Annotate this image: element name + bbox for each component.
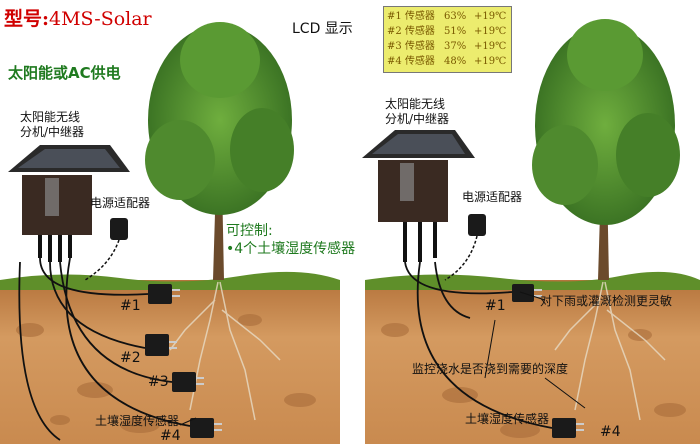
right-unit-label-line2: 分机/中继器	[385, 112, 450, 126]
lcd-row: #4 传感器 48% +19℃	[387, 54, 508, 69]
model-label: 型号:	[4, 8, 50, 30]
lcd-row-temp: +19℃	[474, 11, 507, 22]
right-sensor-number-4: #4	[600, 424, 621, 440]
control-note-line2: •4个土壤湿度传感器	[226, 241, 356, 257]
right-solar-unit	[362, 130, 475, 262]
left-solar-unit	[8, 145, 130, 262]
left-sensor-number-3: #3	[148, 374, 169, 390]
left-cables	[18, 257, 191, 441]
left-power-adapter	[84, 218, 128, 281]
left-adapter-label: 电源适配器	[90, 196, 151, 210]
lcd-title: LCD 显示	[292, 21, 353, 37]
power-note: 太阳能或AC供电	[8, 64, 121, 82]
right-depth-note: 监控浇水是否浇到需要的深度	[412, 362, 569, 376]
right-tree	[532, 19, 680, 280]
lcd-row-temp: +19℃	[474, 56, 507, 67]
right-roots	[554, 281, 666, 421]
lcd-display: #1 传感器 63% +19℃ #2 传感器 51% +19℃ #3 传感器 37% +19…	[383, 6, 512, 73]
lcd-row: #2 传感器 51% +19℃	[387, 24, 508, 39]
left-unit-label: 太阳能无线 分机/中继器	[20, 110, 84, 140]
right-sensor-label: 土壤湿度传感器	[465, 412, 550, 426]
left-sensors	[145, 284, 222, 438]
lcd-row-percent: 51%	[444, 26, 467, 37]
right-cables	[404, 261, 553, 429]
lcd-row-name: #2 传感器	[387, 26, 435, 37]
right-adapter-label: 电源适配器	[462, 190, 523, 204]
right-power-adapter	[444, 214, 486, 281]
right-sensor1-note: 对下雨或灌溉检测更灵敏	[540, 294, 673, 308]
control-note-line1: 可控制:	[226, 223, 273, 239]
left-sensor-number-1: #1	[120, 298, 141, 314]
lcd-row: #1 传感器 63% +19℃	[387, 9, 508, 24]
lcd-row-percent: 63%	[444, 11, 467, 22]
left-unit-label-line1: 太阳能无线	[20, 110, 81, 124]
right-sensor-number-1: #1	[485, 298, 506, 314]
lcd-row-name: #4 传感器	[387, 56, 435, 67]
right-soil-block	[365, 271, 700, 444]
lcd-row: #3 传感器 37% +19℃	[387, 39, 508, 54]
lcd-row-percent: 37%	[444, 41, 467, 52]
left-sensor-label: 土壤湿度传感器	[95, 414, 180, 428]
lcd-row-name: #3 传感器	[387, 41, 435, 52]
left-soil-block	[0, 271, 340, 444]
control-note: 可控制: •4个土壤湿度传感器	[226, 222, 355, 258]
left-sensor-number-4: #4	[160, 428, 181, 444]
model-title: 型号:4MS-Solar	[4, 4, 152, 31]
model-value: 4MS-Solar	[49, 8, 152, 30]
left-sensor-number-2: #2	[120, 350, 141, 366]
left-tree	[145, 22, 294, 280]
right-unit-label: 太阳能无线 分机/中继器	[385, 97, 449, 127]
lcd-row-temp: +19℃	[474, 41, 507, 52]
lcd-row-percent: 48%	[444, 56, 467, 67]
annotation-arrows	[179, 291, 586, 426]
right-unit-label-line1: 太阳能无线	[385, 97, 446, 111]
left-unit-label-line2: 分机/中继器	[20, 125, 85, 139]
lcd-row-name: #1 传感器	[387, 11, 435, 22]
lcd-row-temp: +19℃	[474, 26, 507, 37]
